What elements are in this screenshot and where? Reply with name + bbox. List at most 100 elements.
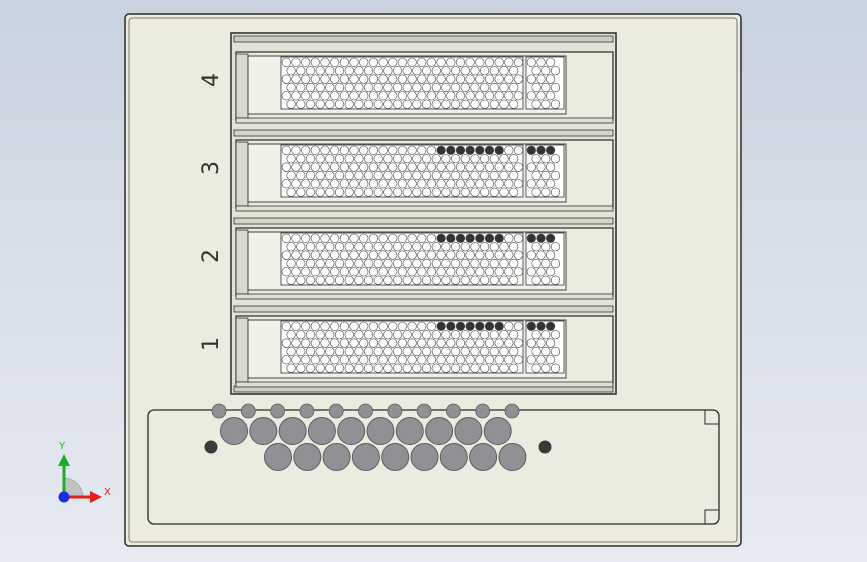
tray-latch [235, 53, 249, 119]
perforation-hole [363, 187, 374, 197]
perforation-hole [286, 170, 296, 181]
perforation-hole [368, 250, 379, 260]
perforation-hole [504, 321, 514, 331]
perforation-hole [431, 170, 441, 181]
perforation-hole [373, 363, 383, 373]
bay-divider-rail [233, 217, 614, 225]
perforation-hole [339, 321, 350, 331]
perforation-hole [422, 363, 432, 373]
perforation-hole [431, 346, 441, 357]
perforation-hole [480, 154, 490, 164]
perforation-hole [499, 82, 509, 93]
perforation-hole [509, 330, 519, 340]
perforation-hole [465, 91, 475, 101]
perforation-hole [417, 233, 427, 243]
perforation-hole [305, 170, 316, 181]
perforation-hole [431, 275, 441, 285]
perforation-hole [373, 275, 383, 285]
perforation-hole [296, 275, 306, 285]
perforation-hole [393, 99, 403, 109]
perforation-hole [378, 250, 388, 260]
perforation-hole [412, 187, 422, 197]
perforation-hole [301, 162, 311, 172]
axis-triad [58, 454, 102, 503]
perforation-hole [484, 145, 495, 155]
perforation-hole [484, 233, 495, 243]
perforation-hole [436, 250, 446, 260]
perforation-hole [373, 187, 383, 197]
fan-grille-hole [483, 417, 512, 445]
perforation-hole [407, 233, 417, 243]
perforation-hole [460, 82, 470, 93]
bay-number-label: 1 [198, 337, 224, 351]
perforation-hole [475, 338, 485, 348]
perforation-hole [310, 91, 320, 101]
perforation-hole [526, 162, 536, 172]
perforation-hole [513, 91, 524, 101]
perforation-hole [446, 338, 456, 348]
perforation-hole [550, 66, 561, 76]
perforation-hole [465, 74, 475, 84]
perforation-hole [378, 179, 388, 189]
perforation-hole [325, 99, 335, 109]
perforation-hole [412, 363, 422, 373]
perforation-hole [417, 338, 427, 348]
perforation-hole [460, 363, 470, 373]
perforation-hole [541, 154, 551, 164]
perforation-hole [536, 91, 546, 101]
perforation-hole [344, 170, 354, 181]
perforation-hole [417, 57, 427, 67]
perforation-hole [509, 187, 519, 197]
perforation-hole [412, 170, 422, 181]
perforation-hole [388, 267, 398, 277]
perforation-hole [363, 66, 374, 76]
perforation-hole [393, 154, 403, 164]
perforation-hole [446, 355, 456, 365]
perforation-hole [383, 242, 393, 252]
perforation-hole [465, 355, 475, 365]
perforation-hole [531, 242, 541, 252]
perforation-hole [354, 258, 364, 269]
perforation-hole [373, 170, 383, 181]
perforation-hole [330, 321, 340, 331]
perforation-hole [545, 355, 556, 365]
perforation-hole [310, 321, 320, 331]
perforation-hole [441, 170, 451, 181]
fan-panel-corner-notch-top [704, 410, 719, 425]
perforation-hole [305, 346, 316, 357]
perforation-hole [460, 330, 470, 340]
fan-panel-corner-notch-bottom [704, 509, 719, 524]
perforation-hole [325, 66, 335, 76]
perforation-hole [441, 275, 451, 285]
bay-divider-rail [233, 129, 614, 137]
perforation-hole [334, 330, 345, 340]
perforation-hole [402, 154, 412, 164]
perforation-hole [451, 99, 461, 109]
perforation-hole [494, 74, 504, 84]
perforation-hole [397, 57, 408, 67]
fan-grille-partial-hole [211, 403, 227, 419]
perforation-hole [359, 57, 369, 67]
perforation-hole [310, 233, 320, 243]
perforation-hole [349, 355, 359, 365]
perforation-hole [325, 275, 335, 285]
perforation-hole [431, 363, 441, 373]
perforation-hole [541, 346, 551, 357]
perforation-hole [504, 57, 514, 67]
perforation-hole [349, 179, 359, 189]
perforation-grid [526, 321, 561, 373]
perforation-hole [451, 346, 461, 357]
perforation-hole [315, 346, 325, 357]
perforation-hole [305, 66, 316, 76]
perforation-hole [363, 275, 374, 285]
perforation-hole [388, 74, 398, 84]
perforation-hole [499, 275, 509, 285]
perforation-hole [545, 267, 556, 277]
perforation-hole [330, 267, 340, 277]
perforation-hole [431, 187, 441, 197]
perforation-hole [301, 179, 311, 189]
perforation-hole [470, 258, 480, 269]
drive-cage-top-rail [233, 35, 614, 43]
perforation-hole [422, 346, 432, 357]
